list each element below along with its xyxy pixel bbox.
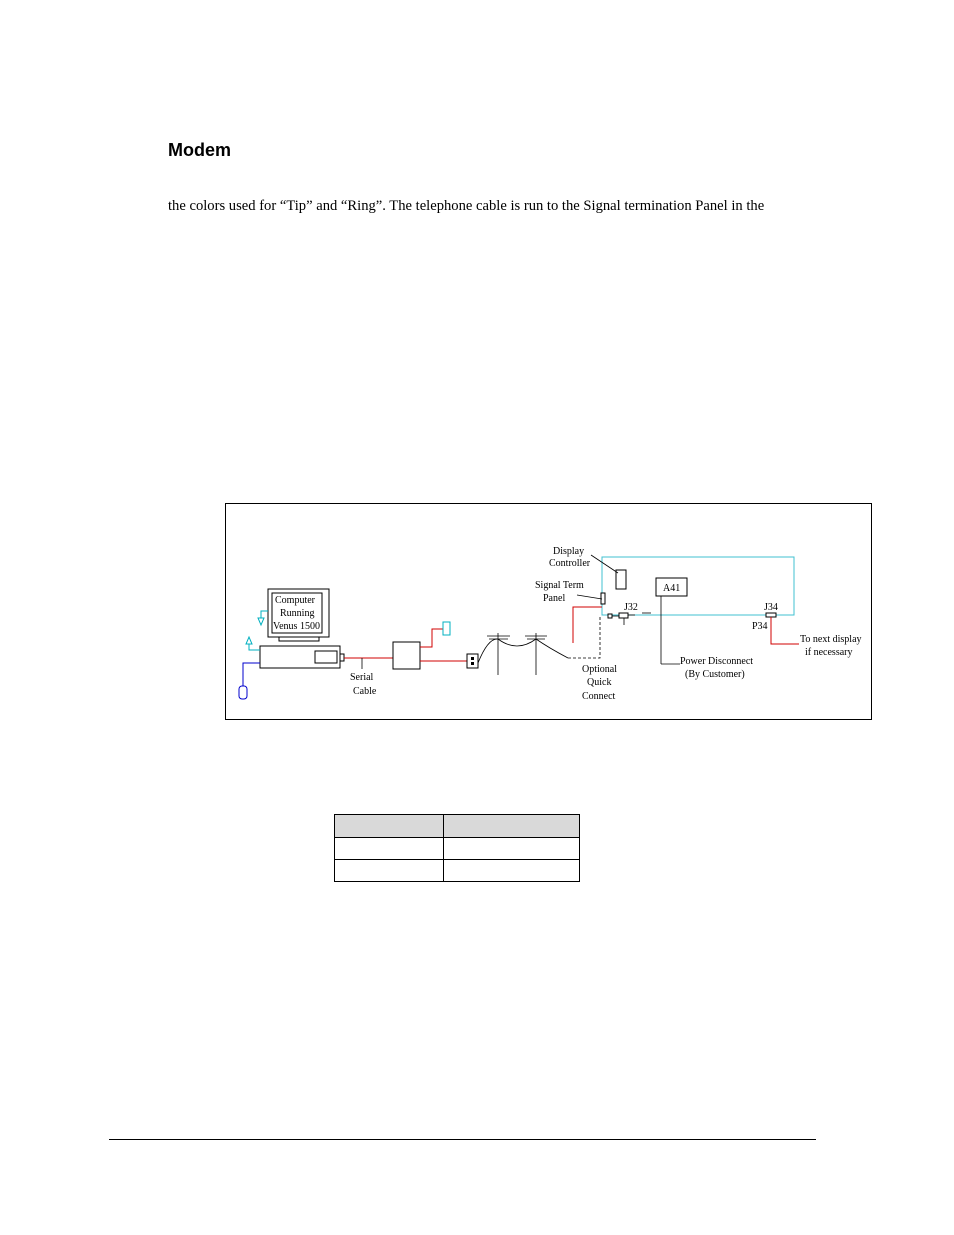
table-cell: [334, 814, 444, 838]
serial-label-line2: Cable: [353, 686, 377, 697]
aux-plug-icon: [257, 617, 265, 627]
a41-label: A41: [663, 583, 680, 594]
power-plug-icon: [442, 621, 451, 636]
signal-term-panel-box: [600, 592, 606, 605]
display-label-line1: Display: [553, 546, 584, 557]
table-cell: [443, 814, 580, 838]
next-display-label-line1: To next display: [800, 634, 862, 645]
serial-label-line1: Serial: [350, 672, 374, 683]
mouse-icon: [238, 685, 248, 700]
j32-label: J32: [624, 602, 638, 613]
computer-label-line1: Computer: [275, 595, 316, 606]
mouse-cable: [242, 662, 260, 686]
data-table: [334, 814, 580, 882]
telephone-line: [477, 638, 569, 664]
table-cell: [334, 837, 444, 860]
optional-label-line3: Connect: [582, 691, 616, 702]
j34-connector: [765, 612, 777, 618]
signal-term-leader: [576, 594, 603, 600]
signal-label-line1: Signal Term: [535, 580, 584, 591]
phone-jack-icon: [466, 653, 479, 669]
display-panel-outline: [601, 556, 795, 616]
table-row: [334, 837, 580, 860]
a41-box: [655, 577, 688, 597]
power-label-line2: (By Customer): [685, 669, 745, 680]
optional-label-line1: Optional: [582, 664, 617, 675]
optional-label-line2: Quick: [587, 677, 611, 688]
optional-quick-connect: [568, 616, 601, 659]
body-paragraph: the colors used for “Tip” and “Ring”. Th…: [168, 198, 765, 214]
modem-box: [392, 641, 421, 670]
display-controller-box: [615, 569, 627, 590]
computer-label-line2: Running: [280, 608, 314, 619]
p34-label: P34: [752, 621, 768, 632]
diagram-frame: [225, 503, 872, 720]
table-row: [334, 859, 580, 882]
next-display-label-line2: if necessary: [805, 647, 852, 658]
computer-label-line3: Venus 1500: [273, 621, 320, 632]
display-controller-leader: [590, 554, 619, 574]
table-cell: [443, 859, 580, 882]
j32-connector: [618, 612, 629, 619]
table-cell: [334, 859, 444, 882]
j34-label: J34: [764, 602, 778, 613]
signal-label-line2: Panel: [543, 593, 565, 604]
modem-wiring-diagram: A41 Computer Running Venus 1500 Serial C…: [225, 503, 872, 720]
aux-plug-icon-2: [245, 635, 253, 645]
disk-drive: [314, 650, 338, 664]
next-display-cable: [770, 617, 799, 645]
table-header-row: [334, 814, 580, 838]
power-label-line1: Power Disconnect: [680, 656, 753, 667]
section-heading: Modem: [168, 140, 231, 160]
table-cell: [443, 837, 580, 860]
display-label-line2: Controller: [549, 558, 591, 569]
monitor-screen: [271, 592, 323, 634]
signal-cable: [572, 606, 602, 643]
footer-rule: [109, 1139, 816, 1140]
